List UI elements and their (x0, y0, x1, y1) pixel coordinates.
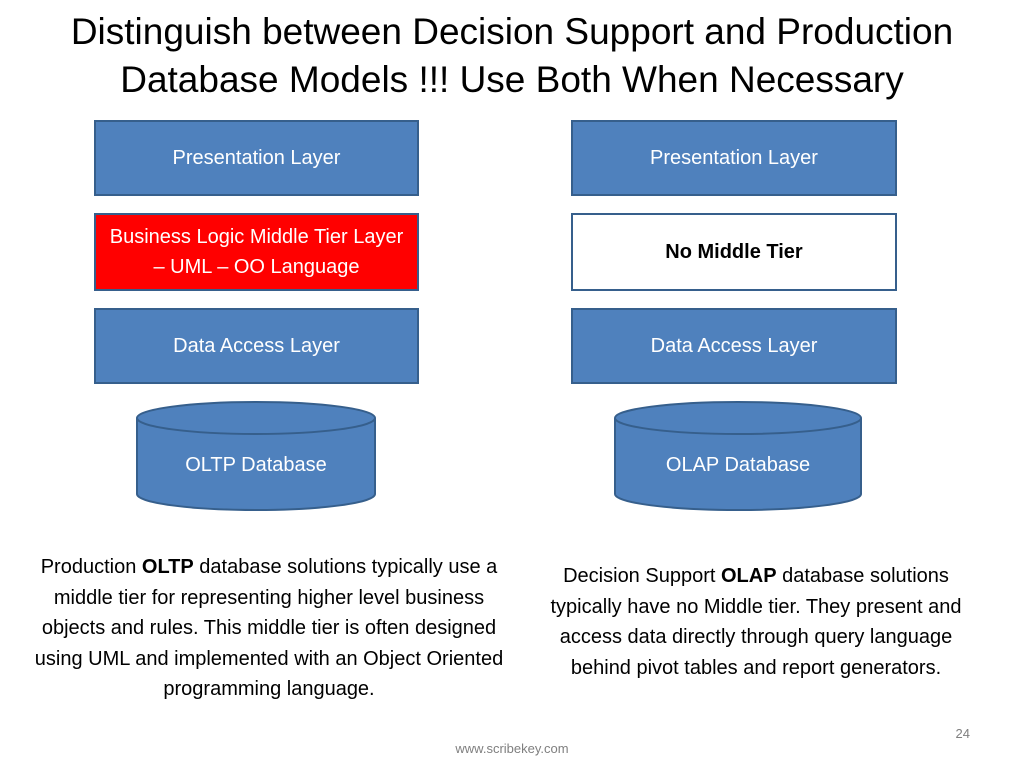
database-icon (614, 401, 862, 511)
right-desc-text-pre: Decision Support (563, 565, 721, 587)
database-icon (136, 401, 376, 511)
left-business-logic-layer: Business Logic Middle Tier Layer – UML –… (94, 213, 419, 291)
left-presentation-label: Presentation Layer (172, 147, 341, 169)
left-desc-bold: OLTP (141, 556, 194, 578)
oltp-database-cylinder: OLTP Database (135, 400, 377, 512)
right-presentation-layer: Presentation Layer (571, 120, 897, 196)
left-description: Production OLTP database solutions typic… (34, 552, 504, 705)
right-no-middle-tier-label: No Middle Tier (665, 241, 803, 263)
left-data-access-layer: Data Access Layer (94, 308, 419, 384)
footer-url: www.scribekey.com (455, 741, 569, 756)
left-desc-text-pre: Production (40, 556, 142, 578)
olap-database-label: OLAP Database (665, 454, 811, 476)
left-business-logic-label: Business Logic Middle Tier Layer – UML –… (109, 226, 404, 278)
left-data-access-label: Data Access Layer (173, 335, 340, 357)
olap-database-cylinder: OLAP Database (613, 400, 863, 512)
right-desc-text-post: database solutions typically have no Mid… (550, 565, 962, 679)
page-number: 24 (955, 726, 970, 741)
right-data-access-label: Data Access Layer (650, 335, 818, 357)
slide-title: Distinguish between Decision Support and… (70, 11, 954, 100)
left-desc-text-post: database solutions typically use a middl… (34, 556, 504, 700)
right-description: Decision Support OLAP database solutions… (546, 561, 966, 683)
right-data-access-layer: Data Access Layer (571, 308, 897, 384)
right-presentation-label: Presentation Layer (650, 147, 818, 169)
right-no-middle-tier: No Middle Tier (571, 213, 897, 291)
left-presentation-layer: Presentation Layer (94, 120, 419, 196)
right-desc-bold: OLAP (720, 565, 777, 587)
oltp-database-label: OLTP Database (185, 454, 327, 476)
